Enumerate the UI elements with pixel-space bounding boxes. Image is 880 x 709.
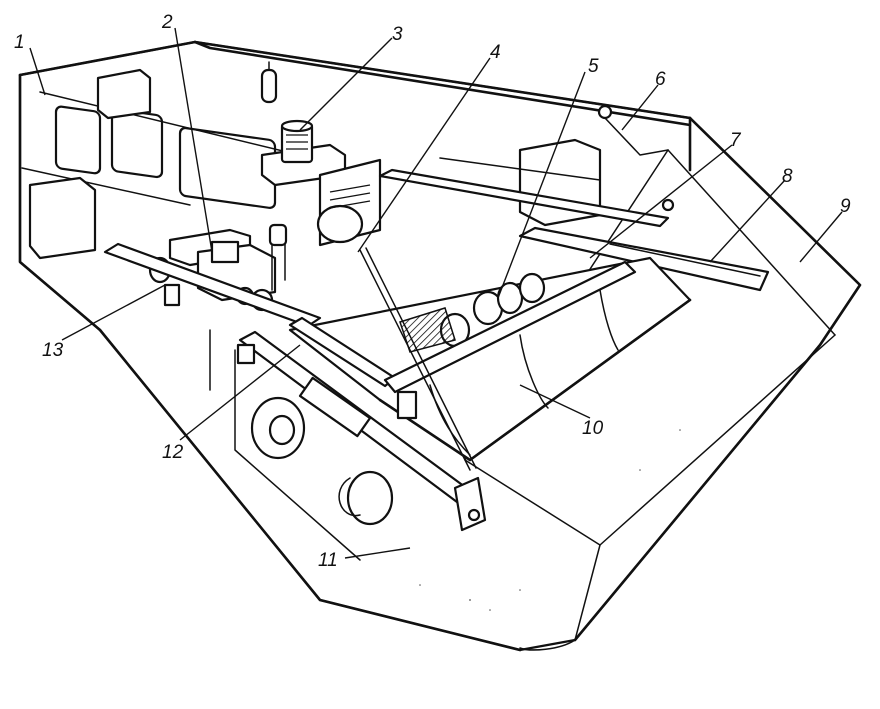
callout-1: 1 bbox=[14, 32, 25, 53]
cable-4b bbox=[365, 247, 477, 469]
roller-wheel bbox=[250, 396, 394, 526]
nose-frame-corner bbox=[574, 544, 601, 641]
nose-outline bbox=[573, 116, 862, 642]
window-1 bbox=[54, 105, 102, 175]
callout-2: 2 bbox=[161, 12, 173, 33]
motor-cap bbox=[280, 119, 314, 133]
left-rail-clamp bbox=[163, 283, 181, 307]
leader-13 bbox=[61, 284, 166, 341]
leader-10 bbox=[519, 384, 591, 419]
callout-12: 12 bbox=[162, 442, 184, 463]
top-cross-tube bbox=[439, 157, 601, 181]
leader-1 bbox=[29, 47, 46, 96]
roller-drum-shadow bbox=[338, 477, 361, 517]
hull-corner-curve bbox=[519, 639, 576, 651]
trough-rib-2 bbox=[519, 334, 549, 409]
hull-left-wall bbox=[18, 73, 102, 332]
cabinet-round-port bbox=[316, 204, 364, 244]
callout-3: 3 bbox=[392, 24, 403, 45]
callout-leaders bbox=[29, 27, 843, 559]
callout-11: 11 bbox=[318, 550, 338, 571]
roller-drum bbox=[346, 470, 394, 526]
cabin-box-upper bbox=[96, 68, 152, 120]
side-plate-edge bbox=[234, 349, 361, 561]
cable-4 bbox=[359, 249, 471, 471]
trough-lower-edge bbox=[378, 298, 692, 462]
callout-6: 6 bbox=[655, 69, 666, 90]
hanging-device bbox=[260, 68, 278, 104]
leader-3 bbox=[299, 37, 393, 131]
front-cross-beam bbox=[383, 260, 637, 394]
hull-bottom-edge bbox=[98, 328, 522, 652]
cabin-floor-line bbox=[21, 167, 191, 206]
upper-rail bbox=[378, 168, 670, 228]
window-frame-top bbox=[39, 91, 321, 161]
callout-5: 5 bbox=[588, 56, 599, 77]
leader-11 bbox=[344, 547, 411, 559]
floor-speckles bbox=[419, 429, 681, 611]
top-pivot-6 bbox=[597, 104, 613, 120]
roller-wheel-hub bbox=[268, 414, 296, 446]
leader-5 bbox=[497, 71, 586, 299]
pump-valve-box bbox=[210, 240, 240, 264]
leader-9 bbox=[799, 211, 843, 263]
front-frame-12 bbox=[236, 247, 637, 532]
callout-8: 8 bbox=[782, 166, 793, 187]
trough-basket-10 bbox=[288, 256, 692, 462]
bracket-b bbox=[236, 343, 256, 365]
disc-3 bbox=[518, 272, 546, 304]
leader-7 bbox=[589, 144, 733, 259]
guide-rails bbox=[103, 104, 770, 328]
cabin-box-lower bbox=[28, 176, 97, 260]
leader-4 bbox=[357, 57, 491, 253]
callout-10: 10 bbox=[582, 418, 604, 439]
leader-2 bbox=[174, 27, 213, 253]
pivot-7 bbox=[661, 198, 675, 212]
linkage-6 bbox=[604, 117, 669, 156]
hull-top-rim-inner bbox=[193, 40, 692, 127]
leader-6 bbox=[621, 84, 659, 131]
end-bolt bbox=[467, 508, 481, 522]
callout-7: 7 bbox=[730, 130, 742, 151]
hydraulic-cylinder bbox=[298, 376, 372, 438]
nose-frame-upper bbox=[667, 149, 836, 336]
trough-rib-3 bbox=[599, 289, 619, 351]
leader-12 bbox=[179, 344, 301, 441]
pump-filter bbox=[268, 223, 288, 247]
callout-4: 4 bbox=[490, 42, 501, 63]
bracket-a bbox=[396, 390, 418, 420]
cabin-windows bbox=[39, 91, 321, 209]
callout-numbers: 1 2 3 4 5 6 7 8 9 10 11 12 13 bbox=[14, 12, 851, 571]
callout-9: 9 bbox=[840, 196, 851, 217]
callout-13: 13 bbox=[42, 340, 64, 361]
cabin-equipment bbox=[28, 61, 278, 260]
window-3 bbox=[178, 126, 277, 209]
left-rail bbox=[103, 242, 322, 328]
leader-8 bbox=[709, 179, 786, 263]
